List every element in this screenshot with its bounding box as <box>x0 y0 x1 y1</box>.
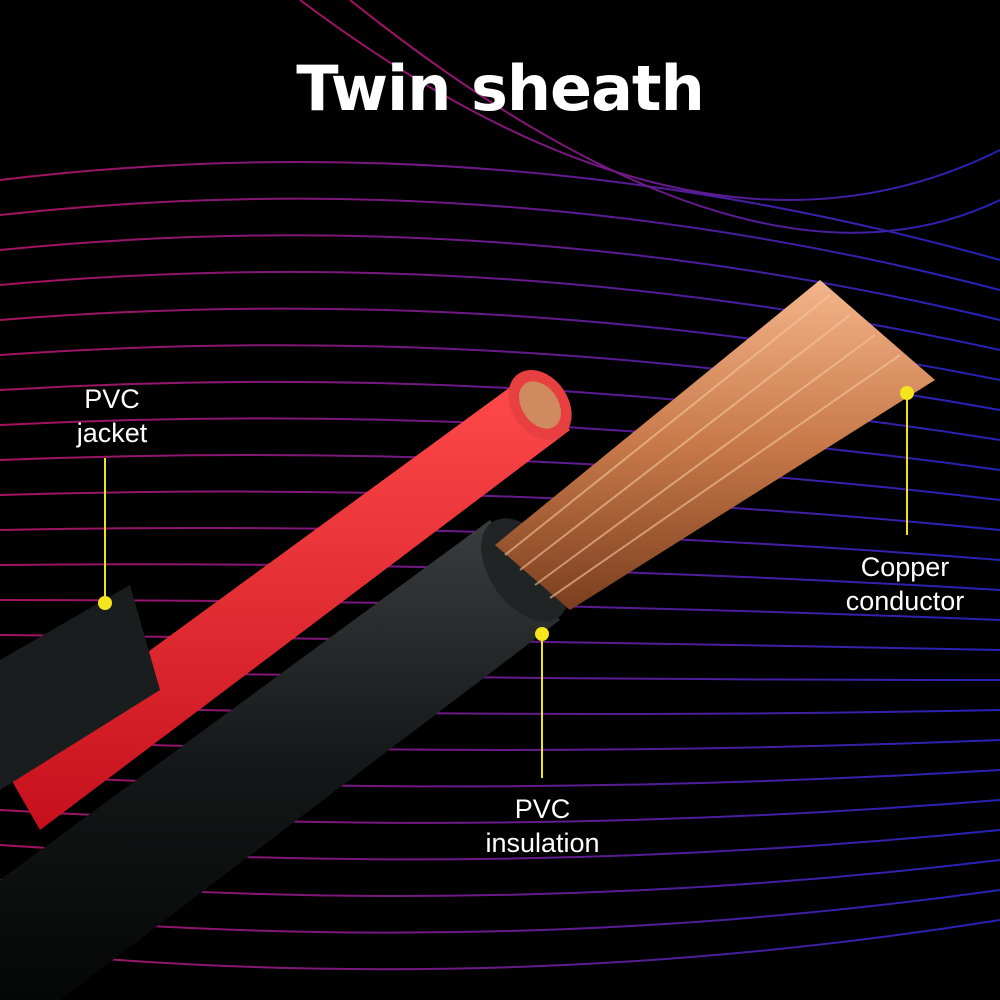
leader-line <box>104 458 106 603</box>
marker-dot <box>98 596 112 610</box>
callout-line1: Copper <box>860 552 950 582</box>
leader-line <box>541 635 543 778</box>
callout-line1: PVC <box>514 794 571 824</box>
leader-line <box>906 393 908 535</box>
callout-line1: PVC <box>84 384 140 414</box>
callout-pvc-insulation: PVC insulation <box>470 792 615 860</box>
marker-dot <box>535 627 549 641</box>
callout-copper-conductor: Copper conductor <box>830 550 980 618</box>
title: Twin sheath <box>296 52 704 125</box>
callout-line2: conductor <box>845 586 965 616</box>
callout-line2: jacket <box>76 418 148 448</box>
marker-dot <box>900 386 914 400</box>
callout-line2: insulation <box>485 828 600 858</box>
callout-pvc-jacket: PVC jacket <box>62 382 162 450</box>
